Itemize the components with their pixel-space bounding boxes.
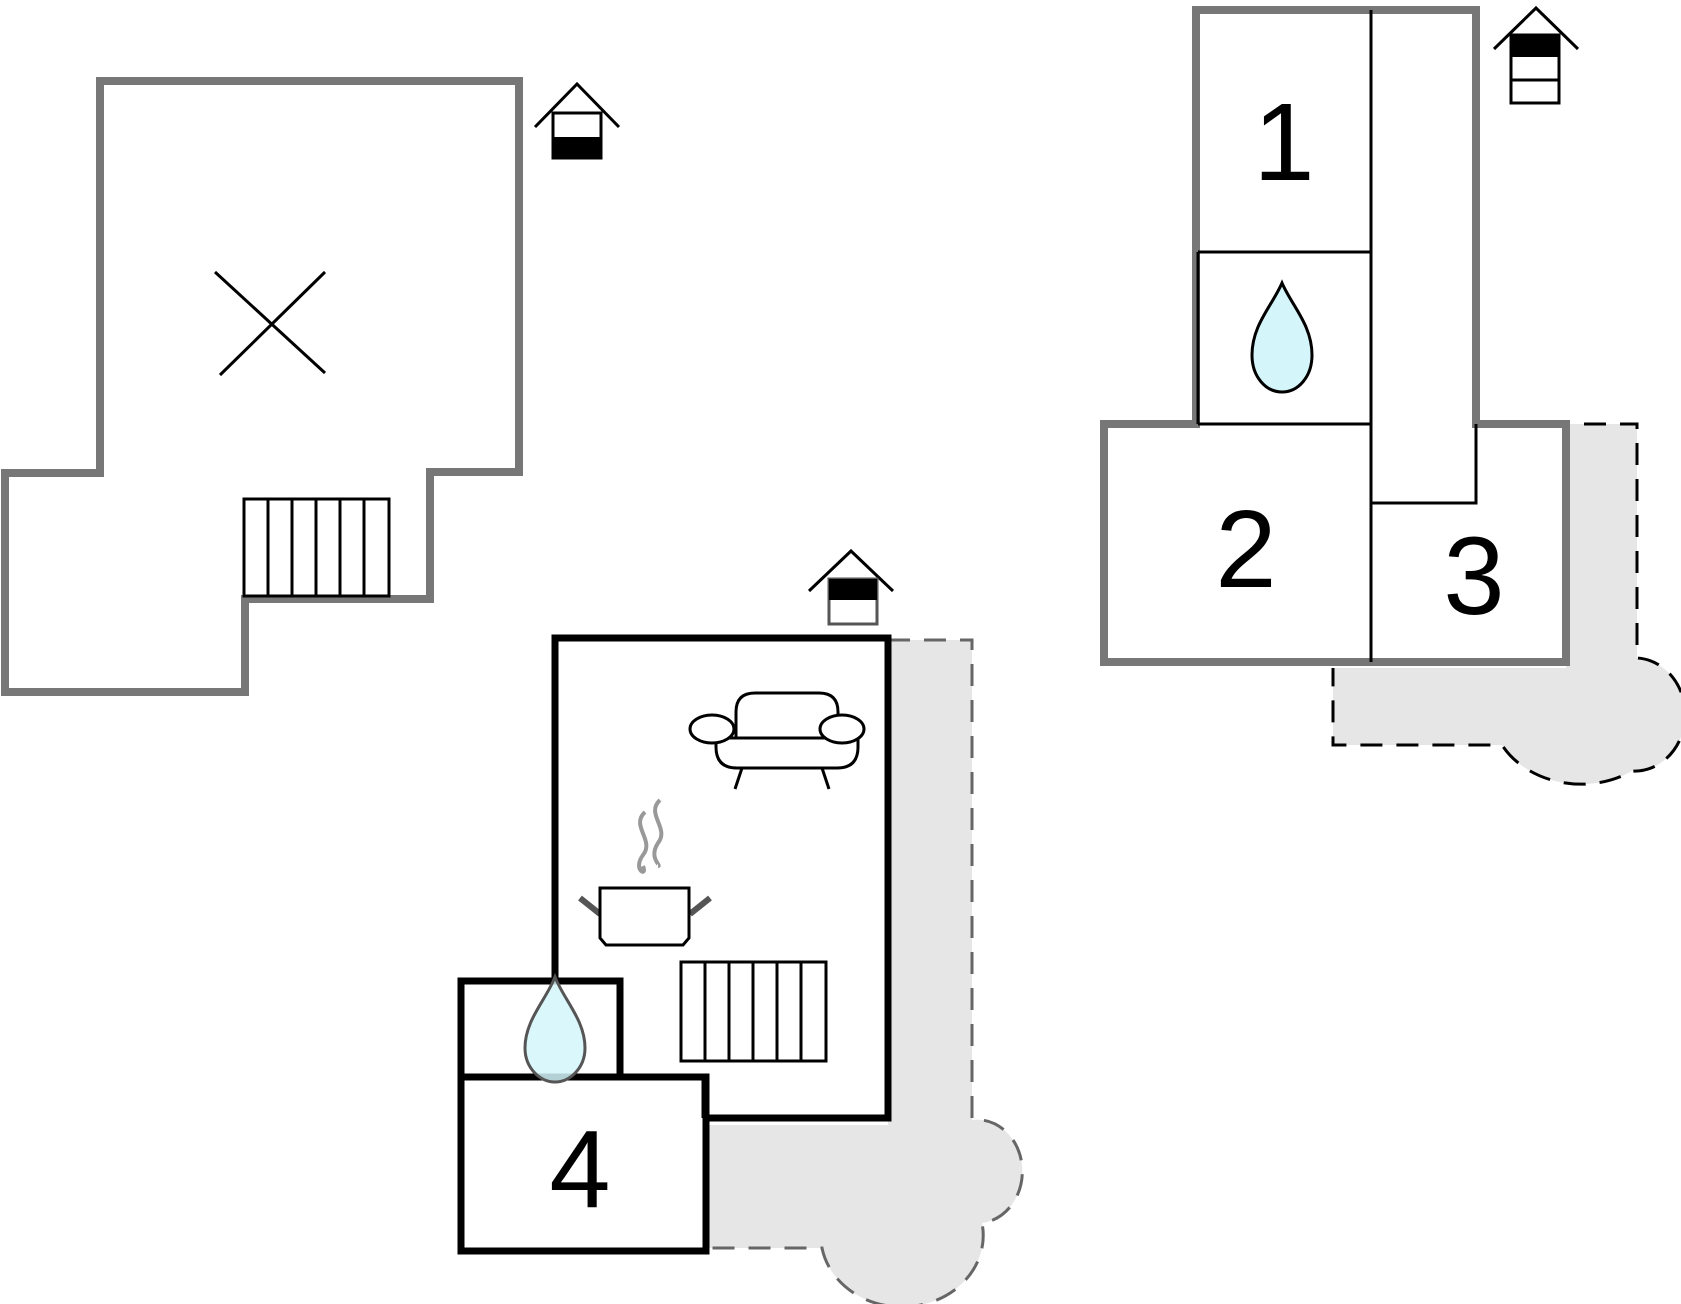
open-void-cross-icon bbox=[213, 270, 327, 377]
terrace bbox=[1333, 424, 1681, 785]
terrace bbox=[707, 640, 1023, 1304]
upper-outline bbox=[1100, 6, 1570, 666]
cooking-pot-icon bbox=[578, 798, 712, 947]
room-2-label: 2 bbox=[1215, 488, 1276, 611]
stair-icon bbox=[242, 497, 391, 598]
attic-floor bbox=[1, 77, 621, 696]
terrace-edge bbox=[1331, 422, 1681, 786]
house-level-middle-icon bbox=[1492, 5, 1580, 105]
terrace-edge bbox=[707, 638, 1024, 1304]
room-4-label: 4 bbox=[549, 1108, 610, 1231]
house-level-bottom-icon bbox=[807, 548, 895, 626]
sofa-icon bbox=[688, 691, 866, 790]
room-4-wall bbox=[457, 1073, 710, 1255]
room-3-label: 3 bbox=[1443, 515, 1504, 638]
room-1-label: 1 bbox=[1253, 81, 1314, 204]
interior-walls bbox=[1196, 10, 1478, 662]
attic-outline bbox=[1, 77, 523, 696]
stair-icon bbox=[679, 960, 828, 1063]
ground-floor: 4 bbox=[457, 548, 1024, 1304]
water-drop-icon bbox=[523, 972, 587, 1084]
house-level-top-icon bbox=[533, 81, 621, 160]
upper-floor: 1 2 3 bbox=[1100, 5, 1681, 786]
water-drop-icon bbox=[1250, 279, 1314, 394]
